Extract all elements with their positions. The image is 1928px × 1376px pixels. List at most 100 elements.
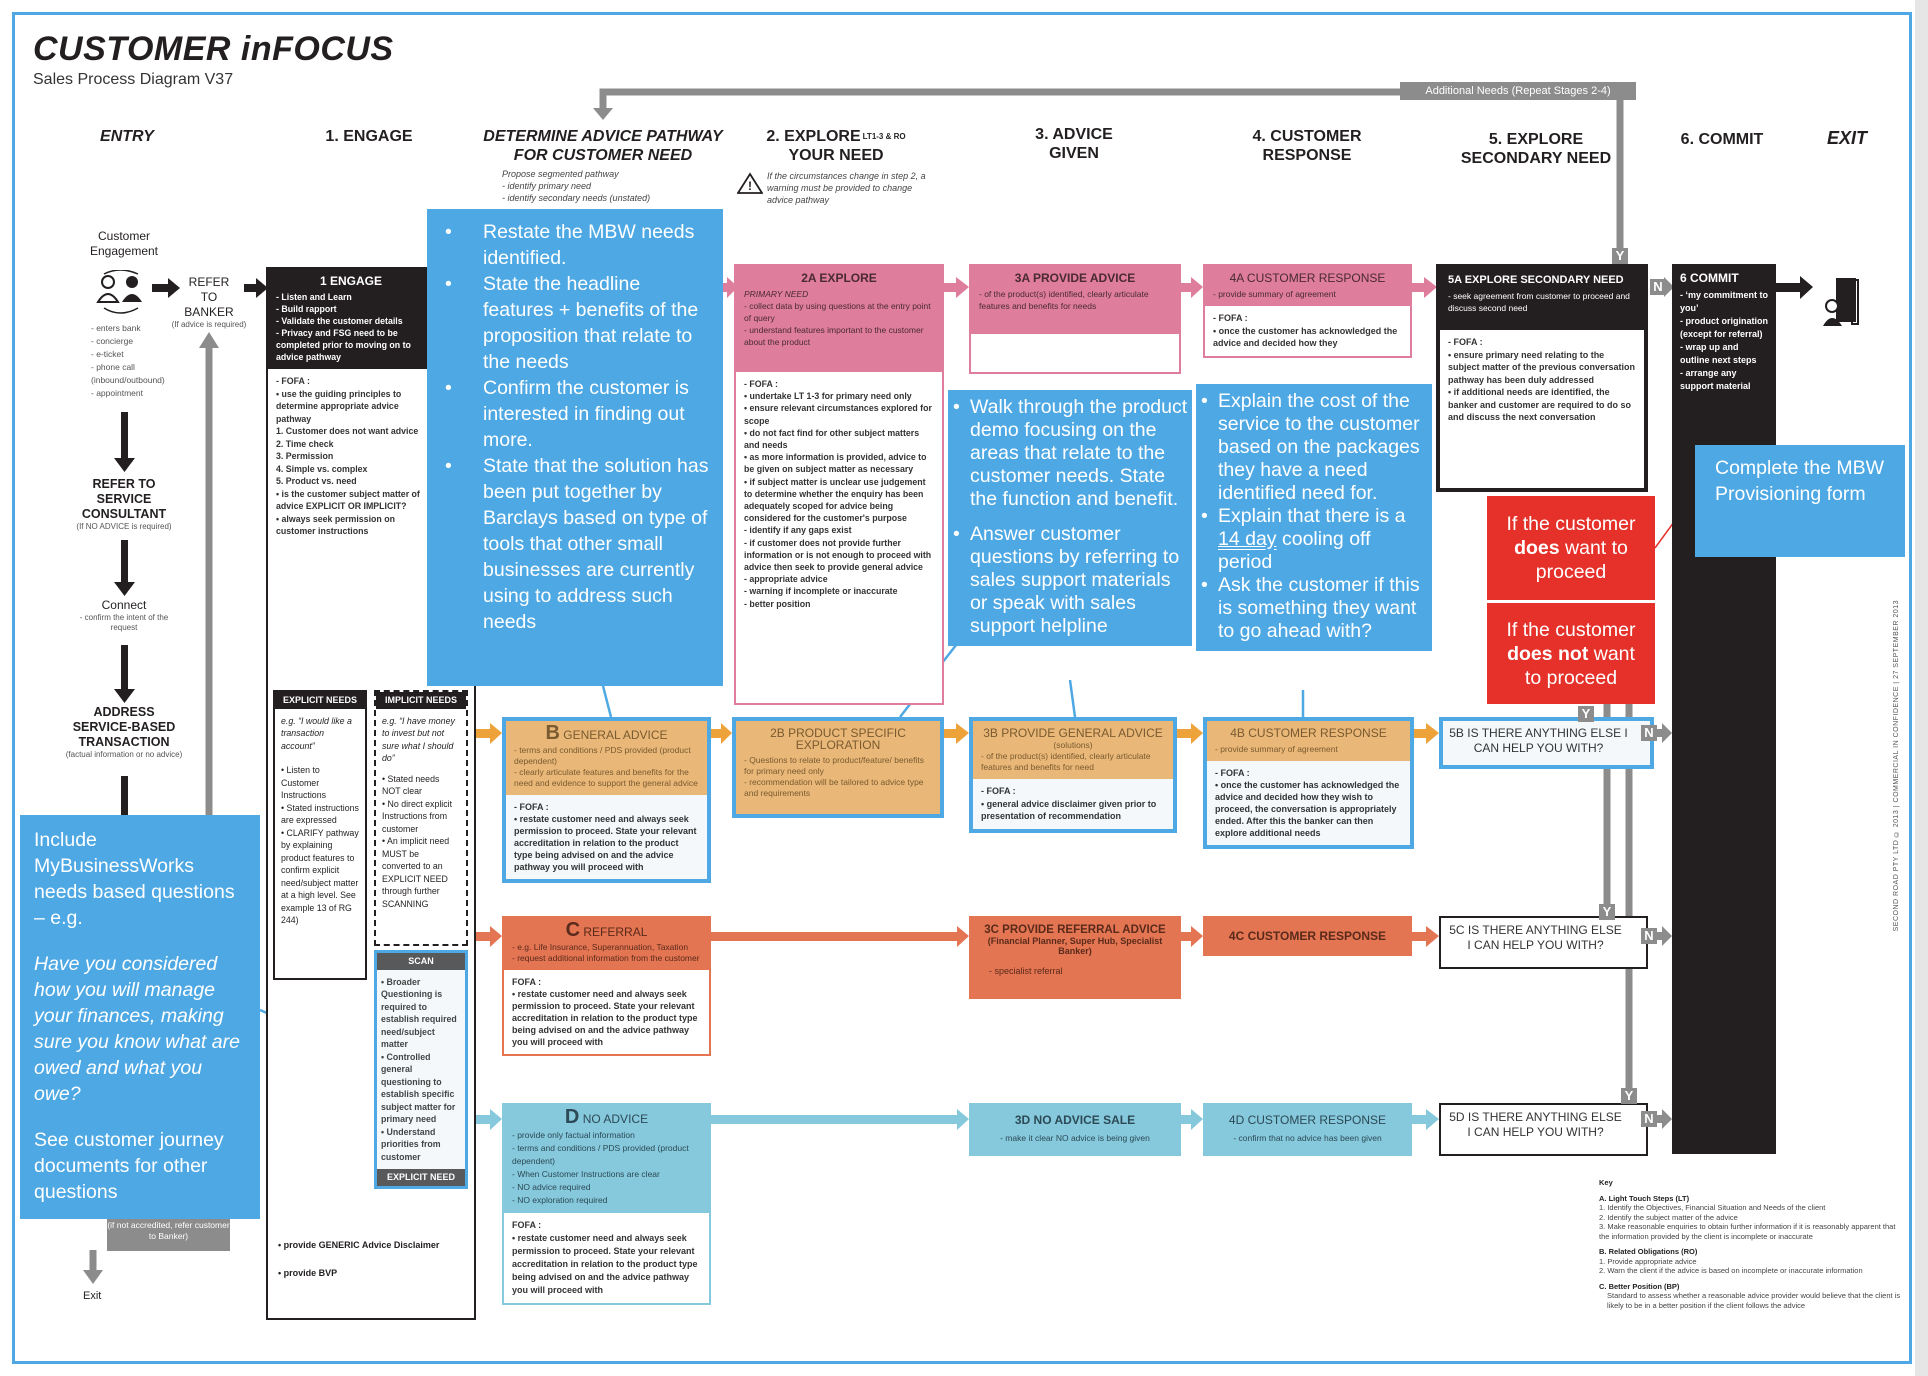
stage-4a-box: 4A CUSTOMER RESPONSE - provide summary o… bbox=[1203, 264, 1412, 358]
list-item: FOFA : bbox=[512, 1220, 542, 1230]
general-advice-header: B GENERAL ADVICE - terms and conditions … bbox=[506, 721, 707, 795]
list-item: - e.g. Life Insurance, Superannuation, T… bbox=[512, 942, 689, 952]
connect-label: Connect bbox=[101, 598, 147, 612]
list-item: - Listen and Learn bbox=[276, 292, 352, 302]
refer-to-banker-label: REFER TO BANKER bbox=[184, 275, 234, 319]
key-section-title: A. Light Touch Steps (LT) bbox=[1599, 1193, 1690, 1203]
list-item: - phone call bbox=[91, 362, 135, 372]
list-item: - of the product(s) identified, clearly … bbox=[981, 751, 1151, 772]
stage-3d-desc: - make it clear NO advice is being given bbox=[1000, 1133, 1150, 1143]
list-item: (inbound/outbound) bbox=[91, 375, 165, 385]
list-item: • general advice disclaimer given prior … bbox=[981, 798, 1157, 822]
column-label: 2. EXPLORE bbox=[766, 128, 861, 145]
refer-to-service-consultant: REFER TO SERVICE CONSULTANT(If NO ADVICE… bbox=[69, 477, 179, 532]
list-item: - Privacy and FSG need to be completed p… bbox=[276, 328, 411, 362]
list-item: 5. Product vs. need bbox=[276, 476, 357, 486]
list-item: • An implicit need MUST be converted to … bbox=[382, 836, 450, 909]
implicit-example: e.g. “I have money to invest but not sur… bbox=[382, 715, 455, 764]
arrow-shaft bbox=[121, 412, 128, 460]
no-marker: N bbox=[1641, 1111, 1657, 1127]
engagement-channels: - enters bank- concierge- e-ticket- phon… bbox=[91, 322, 165, 400]
list-item: 2. Time check bbox=[276, 438, 334, 449]
list-item: - warning if incomplete or inaccurate bbox=[744, 586, 898, 597]
column-superscript: LT1-3 & RO bbox=[862, 132, 906, 141]
refer-service-label: REFER TO SERVICE CONSULTANT bbox=[81, 477, 167, 521]
list-item: 1. Identify the Objectives, Financial Si… bbox=[1599, 1203, 1826, 1212]
list-item: - identify if any gaps exist bbox=[744, 525, 852, 536]
no-marker: N bbox=[1641, 928, 1657, 944]
referral-title: REFERRAL bbox=[583, 925, 648, 939]
stage-4b-fofa: - FOFA :• once the customer has acknowle… bbox=[1207, 761, 1410, 845]
list-item: - When Customer Instructions are clear bbox=[512, 1169, 660, 1179]
list-item: - FOFA : bbox=[1213, 313, 1248, 323]
column-label: 4. CUSTOMER bbox=[1252, 128, 1362, 145]
refer-service-note: (If NO ADVICE is required) bbox=[76, 522, 172, 531]
row-a-arrows bbox=[723, 277, 1437, 298]
mbw-example-question: Have you considered how you will manage … bbox=[34, 953, 240, 1105]
column-label: YOUR NEED bbox=[788, 147, 884, 164]
list-item: - wrap up and outline next steps bbox=[1680, 342, 1757, 365]
stage-3c-title: 3C PROVIDE REFERRAL ADVICE bbox=[984, 924, 1166, 936]
explicit-example: e.g. “I would like a transaction account… bbox=[281, 715, 352, 751]
arrowhead-right bbox=[168, 278, 180, 298]
stage-3b-box: 3B PROVIDE GENERAL ADVICE (solutions) - … bbox=[969, 717, 1177, 833]
list-item: • is the customer subject matter of advi… bbox=[276, 488, 420, 512]
list-item: - NO exploration required bbox=[512, 1195, 608, 1205]
list-item: Restate the MBW needs identified. bbox=[427, 219, 713, 271]
arrow-shaft bbox=[152, 284, 170, 292]
page-edge bbox=[1915, 0, 1928, 1376]
footer-vertical-text: SECOND ROAD PTY LTD © 2013 | COMMERCIAL … bbox=[1893, 600, 1900, 932]
list-item: • CLARIFY pathway by explaining product … bbox=[281, 827, 359, 926]
list-item: 1. Provide appropriate advice bbox=[1599, 1256, 1697, 1266]
stage-3a-desc: - of the product(s) identified, clearly … bbox=[979, 288, 1171, 312]
no-marker: N bbox=[1650, 279, 1666, 295]
key-legend: Key A. Light Touch Steps (LT) 1. Identif… bbox=[1599, 1178, 1904, 1310]
general-advice-title: GENERAL ADVICE bbox=[563, 728, 668, 742]
stage-5b-box: 5B IS THERE ANYTHING ELSE I CAN HELP YOU… bbox=[1439, 717, 1654, 769]
general-advice-box: B GENERAL ADVICE - terms and conditions … bbox=[502, 717, 711, 883]
scan-items: • Broader Questioning is required to est… bbox=[377, 970, 465, 1170]
callout-pointer bbox=[1068, 679, 1077, 718]
page-subtitle: Sales Process Diagram V37 bbox=[33, 71, 234, 88]
yes-marker: Y bbox=[1599, 904, 1615, 920]
stage-2b-title: 2B PRODUCT SPECIFIC EXPLORATION bbox=[770, 726, 906, 752]
arrowhead-down bbox=[114, 689, 135, 703]
key-c-text: Standard to assess whether a reasonable … bbox=[1607, 1291, 1901, 1310]
list-item: • once the customer has acknowledged the… bbox=[1215, 780, 1400, 838]
callout-does-proceed: If the customer does want to proceed bbox=[1487, 496, 1655, 600]
list-item: - terms and conditions / PDS provided (p… bbox=[512, 1143, 689, 1166]
list-item: • always seek permission on customer ins… bbox=[276, 513, 395, 537]
text: Explain that there is a bbox=[1218, 505, 1406, 527]
connect-step: Connect- confirm the intent of the reque… bbox=[74, 598, 174, 633]
stage-2a-box: 2A EXPLORE PRIMARY NEED - collect data b… bbox=[734, 264, 944, 705]
address-transaction: ADDRESS SERVICE-BASED TRANSACTION(factua… bbox=[64, 705, 184, 760]
row-d-arrows bbox=[476, 1109, 1439, 1130]
referral-header: C REFERRAL - e.g. Life Insurance, Supera… bbox=[504, 918, 709, 970]
stage-2a-subtitle: PRIMARY NEED bbox=[744, 289, 809, 299]
column-exit: EXIT bbox=[1826, 128, 1868, 148]
scan-title: SCAN bbox=[377, 953, 465, 970]
stage-4b-title: 4B CUSTOMER RESPONSE bbox=[1230, 726, 1387, 740]
explicit-needs-content: e.g. “I would like a transaction account… bbox=[275, 709, 365, 933]
callout-explain-cost: Explain the cost of the service to the c… bbox=[1196, 384, 1432, 651]
engage-title: 1 ENGAGE bbox=[319, 274, 382, 288]
stage-4c-box: 4C CUSTOMER RESPONSE bbox=[1203, 916, 1412, 956]
stage-2b-box: 2B PRODUCT SPECIFIC EXPLORATION - Questi… bbox=[732, 717, 944, 818]
commit-title: 6 COMMIT bbox=[1680, 271, 1739, 285]
engage-fofa: - FOFA :• use the guiding principles to … bbox=[276, 375, 426, 538]
list-item: 2. Identify the subject matter of the ad… bbox=[1599, 1212, 1738, 1222]
list-item: - appointment bbox=[91, 388, 143, 398]
list-item: • Listen to Customer Instructions bbox=[281, 765, 326, 800]
no-marker: N bbox=[1641, 725, 1657, 741]
list-item: - understand features important to the c… bbox=[744, 325, 924, 347]
text: If the customer bbox=[1506, 513, 1636, 535]
list-item: - FOFA : bbox=[744, 379, 778, 389]
cooling-off-days: 14 day bbox=[1218, 528, 1277, 550]
mbw-see-journey: See customer journey documents for other… bbox=[34, 1129, 224, 1203]
arrow-shaft bbox=[121, 540, 128, 584]
list-item: - if customer does not provide further i… bbox=[744, 537, 932, 573]
